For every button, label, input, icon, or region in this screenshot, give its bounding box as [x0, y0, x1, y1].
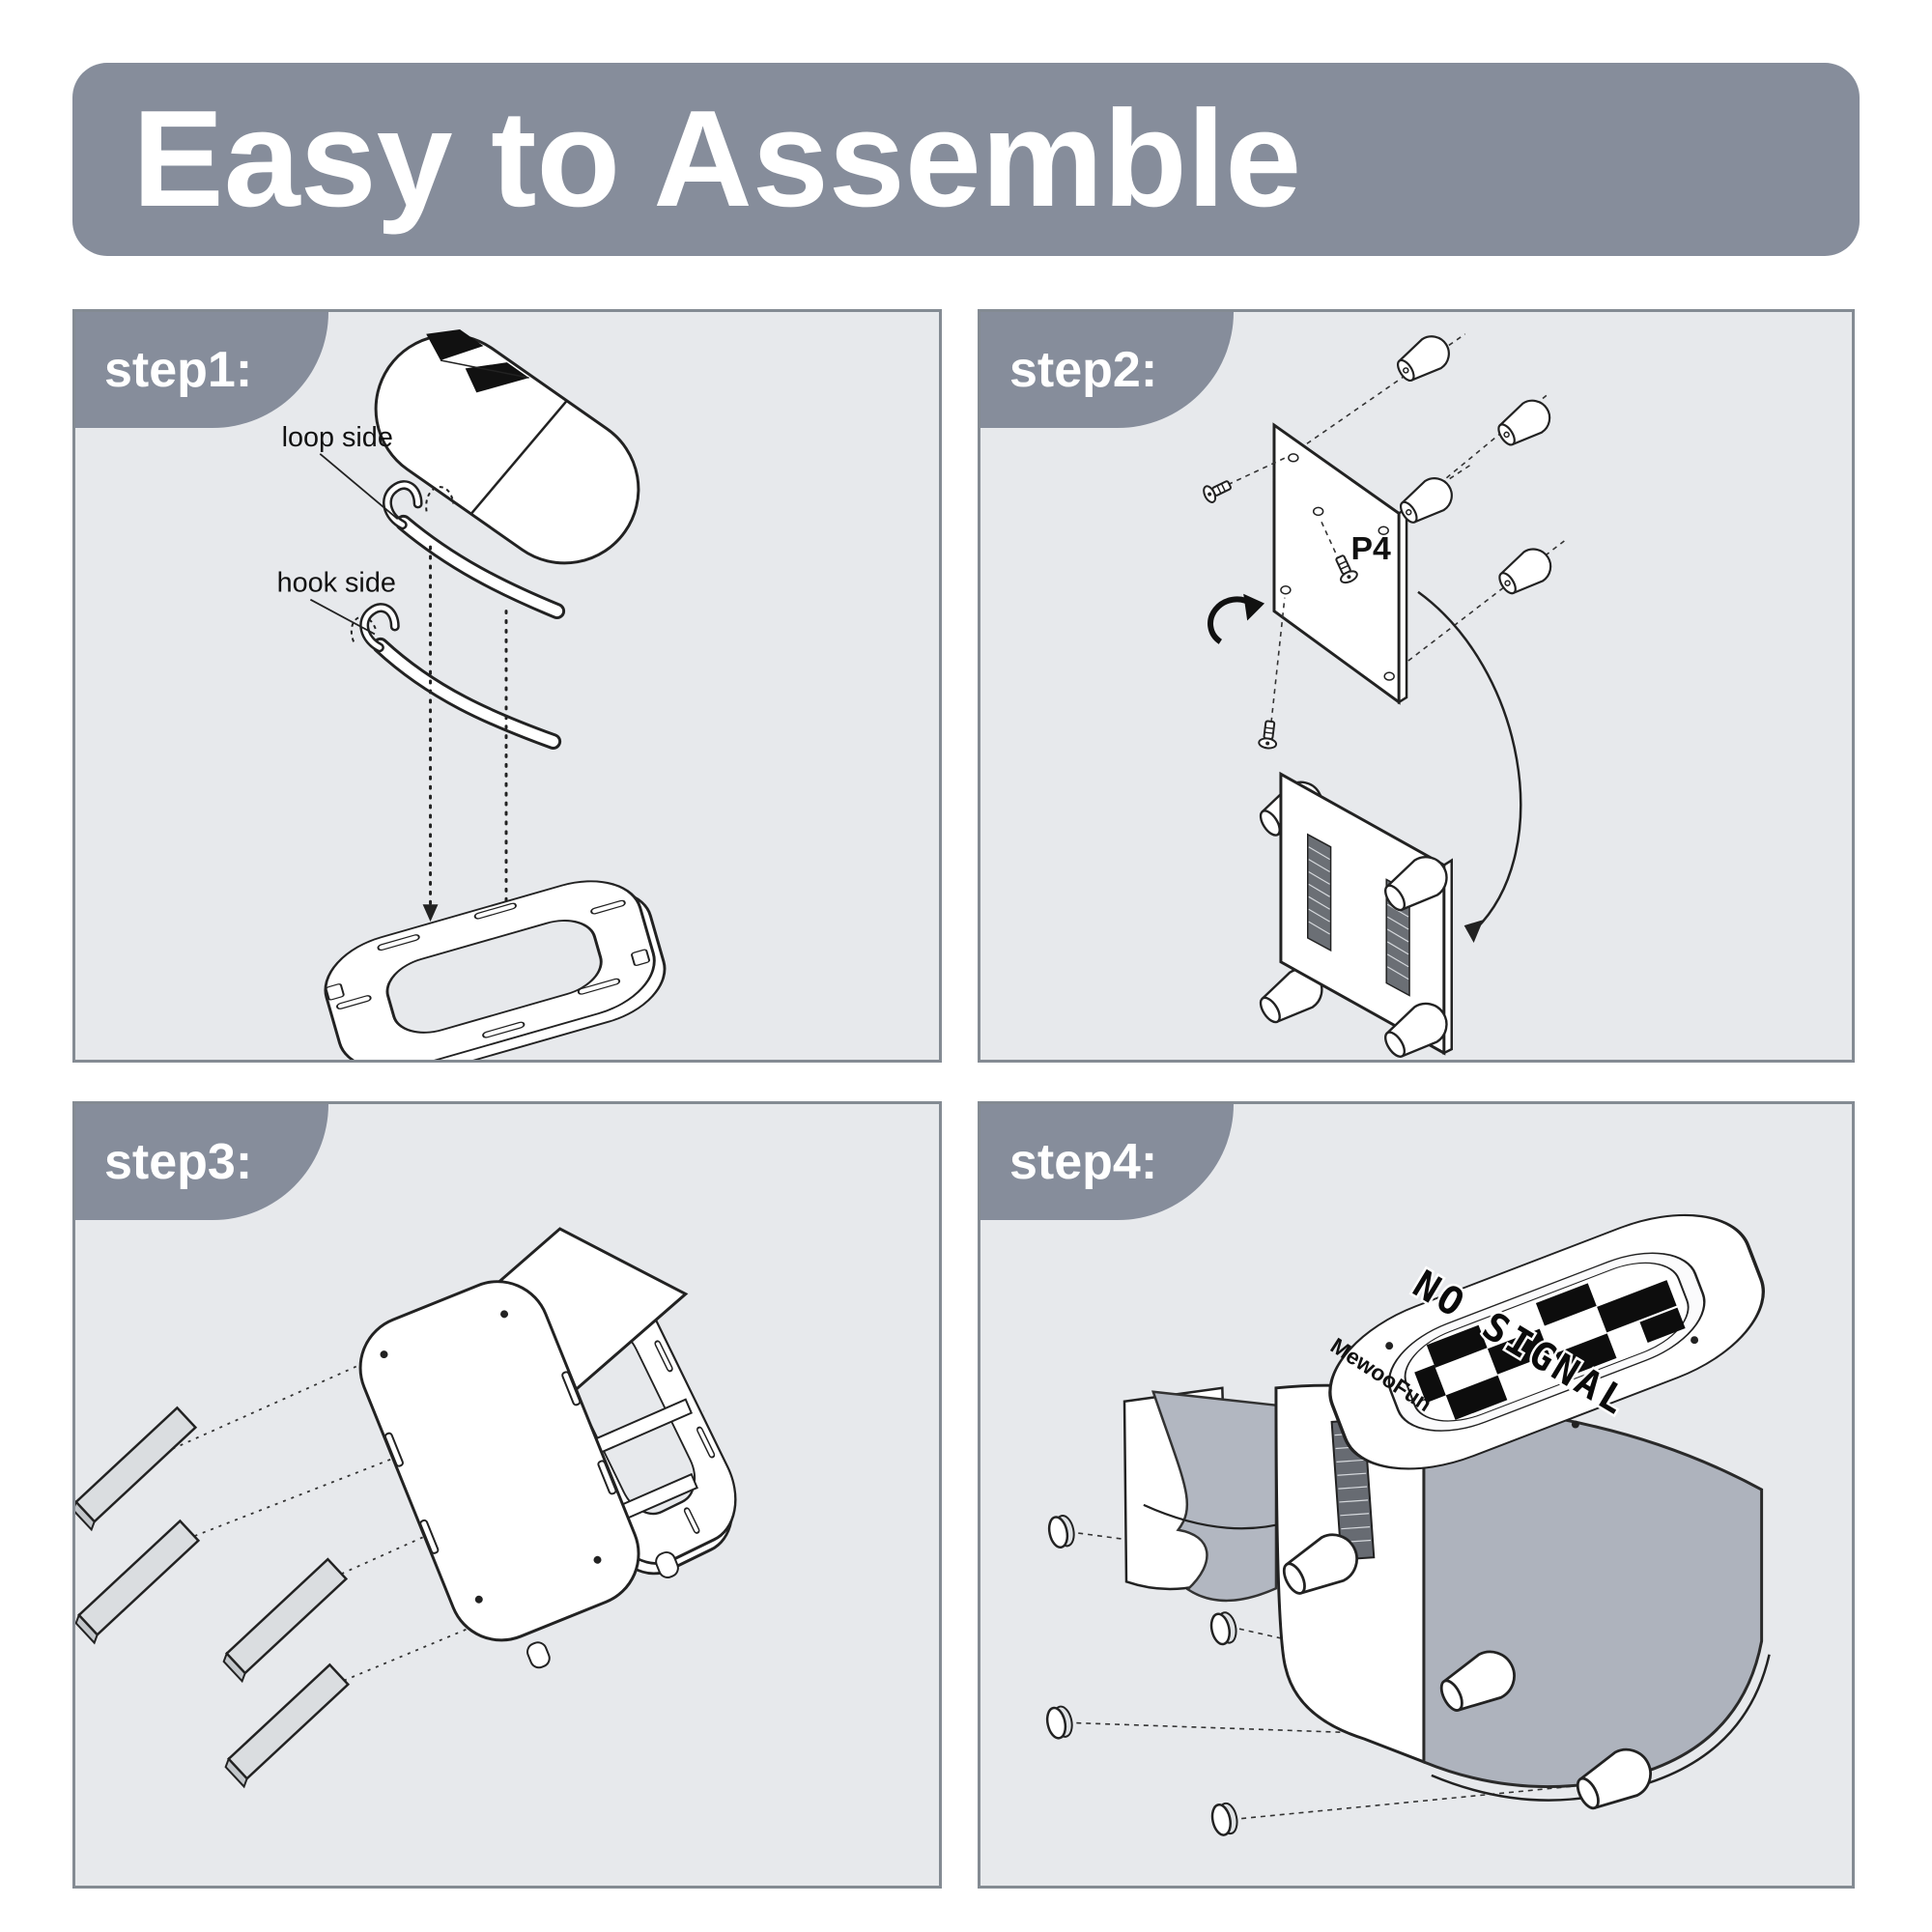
assembled-board [1259, 771, 1453, 1058]
side-strips [75, 1406, 351, 1789]
finished-box-body [1274, 1383, 1771, 1810]
step4-badge: step4: [980, 1104, 1234, 1220]
title-banner: Easy to Assemble [72, 63, 1860, 256]
flip-arrow [1417, 590, 1522, 943]
top-rim [1328, 1213, 1765, 1470]
panel-step4: step4: [978, 1101, 1855, 1889]
cone-feet [1397, 335, 1552, 595]
step4-badge-label: step4: [1009, 1134, 1158, 1190]
disc-caps [1045, 1515, 1238, 1836]
step2-badge-label: step2: [1009, 342, 1158, 398]
p4-board: P4 [1272, 422, 1408, 705]
foot-cone-1 [1282, 1533, 1358, 1595]
step1-illustration: loop side hook side [277, 329, 667, 1060]
hook-velcro-strip [350, 603, 562, 750]
foot-cone-3 [1576, 1747, 1652, 1810]
screws [1203, 455, 1358, 750]
step1-badge: step1: [75, 312, 328, 428]
loop-leader-line [319, 453, 399, 521]
cushion-pad [374, 329, 640, 565]
hook-leader-line [309, 598, 376, 636]
foot-cone-2 [1439, 1650, 1516, 1712]
step1-badge-label: step1: [104, 342, 253, 398]
rotation-arrow [1208, 593, 1265, 644]
panel-step3: step3: [72, 1101, 942, 1889]
box-frame [358, 1227, 737, 1669]
step4-illustration: NO SIGNAL MewooFun [1045, 1213, 1771, 1836]
box-front-face [358, 1280, 640, 1642]
loop-side-label: loop side [282, 422, 393, 453]
step3-badge-label: step3: [104, 1134, 253, 1190]
top-frame-ring [324, 880, 667, 1060]
loop-velcro-strip [383, 480, 566, 620]
step3-illustration [75, 1227, 737, 1789]
step3-badge: step3: [75, 1104, 328, 1220]
step2-illustration: P4 [1203, 333, 1569, 1058]
hook-side-label: hook side [277, 568, 396, 599]
checker-pattern [1414, 1280, 1686, 1420]
page-title: Easy to Assemble [132, 82, 1302, 236]
panel-step1: step1: loop side hook [72, 309, 942, 1063]
panel-step2: step2: P4 [978, 309, 1855, 1063]
p4-part-label: P4 [1350, 530, 1391, 567]
